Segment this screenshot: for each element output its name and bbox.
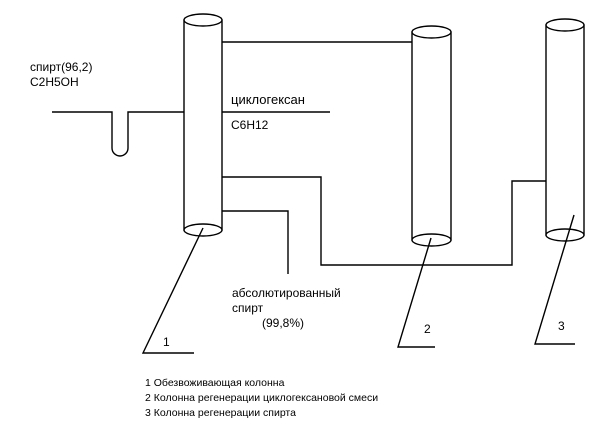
- column-3: [545, 18, 585, 242]
- product-purity-label: (99,8%): [262, 316, 304, 330]
- column1-leader-line: [141, 227, 204, 354]
- column-1: [183, 13, 223, 237]
- product-label-line2: спирт: [232, 301, 264, 315]
- column2-number: 2: [424, 322, 431, 336]
- column2-leader-line: [397, 237, 435, 348]
- column3-number: 3: [558, 319, 565, 333]
- feed-formula-label: C2H5OH: [30, 75, 79, 89]
- feed-name-label: спирт(96,2): [30, 60, 92, 74]
- legend-item-1: 1 Обезвоживающая колонна: [145, 377, 285, 389]
- column1-number: 1: [163, 335, 170, 349]
- absolute-alcohol-outlet-line: [222, 210, 289, 274]
- product-label-line1: абсолютированный: [232, 286, 341, 300]
- legend-item-3: 3 Колонна регенерации спирта: [145, 407, 296, 419]
- column1-to-column3-line: [222, 176, 546, 266]
- cyclohexane-name-label: циклогексан: [231, 92, 305, 107]
- column3-leader-line: [534, 214, 575, 345]
- column-2: [411, 25, 452, 247]
- cyclohexane-formula-label: C6H12: [231, 118, 269, 132]
- feed-line: [52, 111, 184, 157]
- legend-item-2: 2 Колонна регенерации циклогексановой см…: [145, 392, 378, 404]
- legend: 1 Обезвоживающая колонна 2 Колонна реген…: [145, 377, 378, 419]
